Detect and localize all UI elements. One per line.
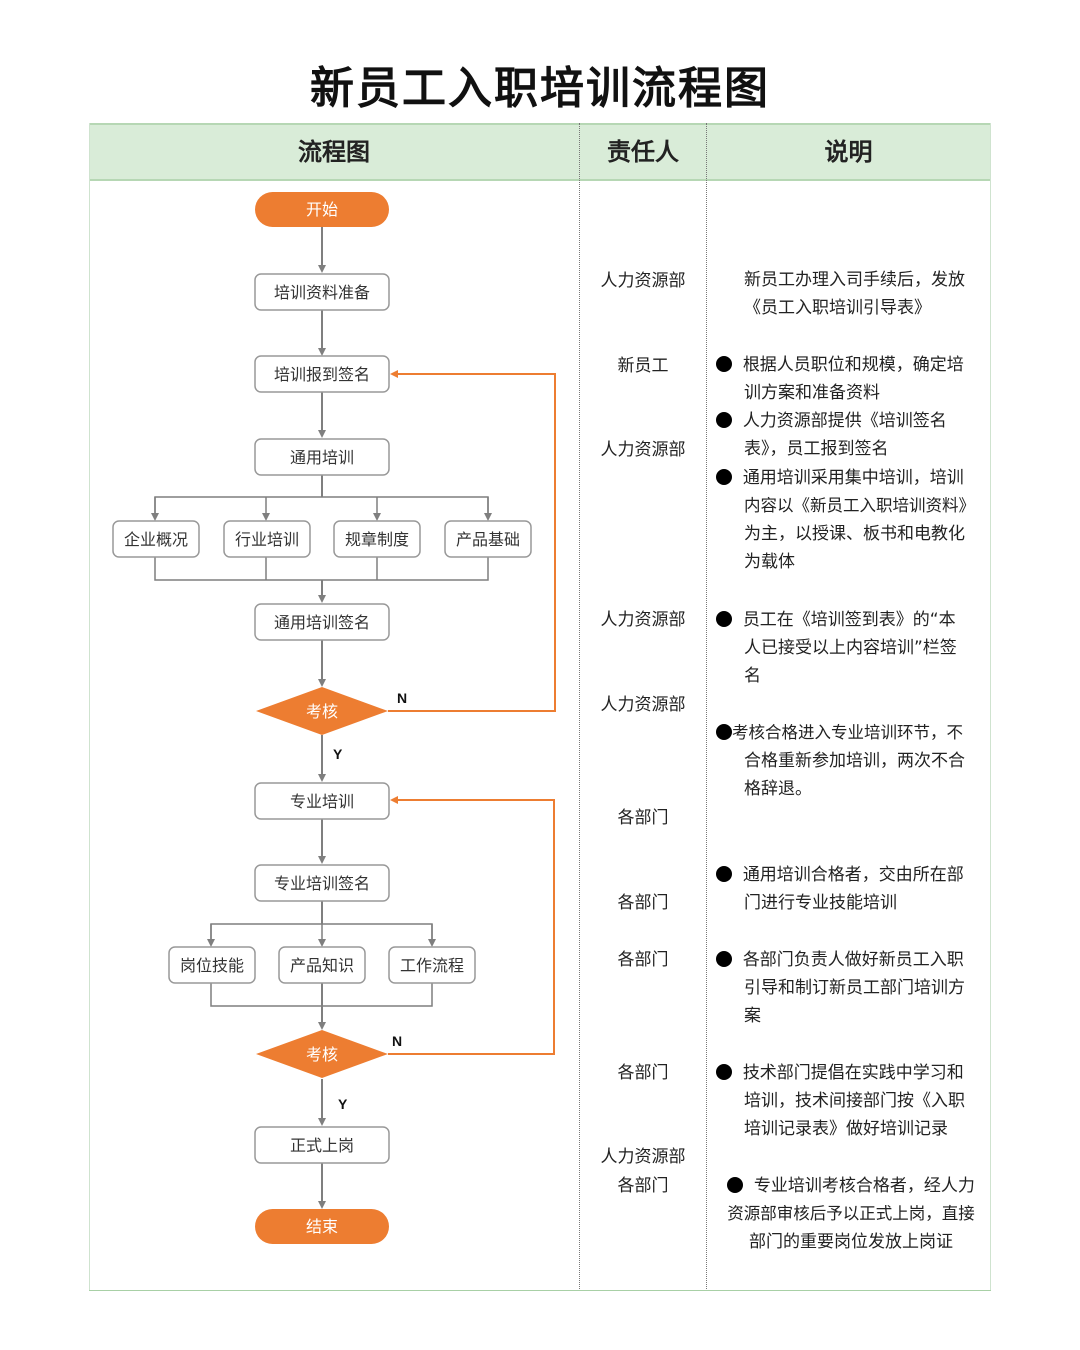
description-item: 技术部门提倡在实践中学习和 培训，技术间接部门按《入职 培训记录表》做好培训记录 <box>716 1059 986 1143</box>
responsible-item: 各部门 <box>617 893 669 913</box>
decision-review-2: 考核 <box>256 1030 388 1078</box>
bullet-icon <box>716 356 732 372</box>
node-general-sign-box <box>254 603 390 641</box>
node-onboard-box <box>254 1126 390 1164</box>
description-item: 根据人员职位和规模，确定培 训方案和准备资料 <box>716 351 986 407</box>
description-item: 专业培训考核合格者，经人力 资源部审核后予以正式上岗，直接 部门的重要岗位发放上… <box>727 1176 975 1252</box>
yes-label: Y <box>333 746 343 762</box>
page-title: 新员工入职培训流程图 <box>310 63 770 114</box>
feedback-loop-2 <box>388 796 555 1055</box>
responsible-item: 各部门 <box>617 950 669 970</box>
end-terminal: 结束 <box>255 1209 389 1244</box>
responsible-item: 各部门 <box>617 1176 669 1196</box>
description-item: 人力资源部提供《培训签名 表》，员工报到签名 <box>716 407 986 463</box>
description-item: 员工在《培训签到表》的“本 人已接受以上内容培训”栏签 名 <box>716 606 986 690</box>
description-item: 通用培训合格者，交由所在部 门进行专业技能培训 <box>716 861 986 917</box>
responsible-item: 人力资源部 <box>600 695 686 715</box>
responsible-item: 各部门 <box>617 808 669 828</box>
header-description: 说明 <box>824 138 873 166</box>
start-terminal: 开始 <box>255 192 389 227</box>
responsible-item: 人力资源部 <box>600 271 686 291</box>
node-general-box <box>254 438 390 476</box>
node-professional-sign: 专业培训签名 <box>274 874 370 893</box>
table-bottom-border <box>89 1290 991 1291</box>
node-signin: 培训报到签名 <box>274 365 370 384</box>
decision-review-2-label: 考核 <box>306 1045 338 1064</box>
node-general: 通用培训 <box>290 448 354 467</box>
node-professional-branch: 产品知识 <box>290 956 354 975</box>
bullet-icon <box>716 951 732 967</box>
bullet-icon <box>716 866 732 882</box>
bullet-icon <box>716 611 732 627</box>
bullet-icon <box>727 1177 744 1193</box>
bullet-icon <box>716 412 732 428</box>
node-branch-box <box>388 946 476 984</box>
merge-bar <box>154 557 489 581</box>
description-item: 考核合格进入专业培训环节，不 合格重新参加培训，两次不合 格辞退。 <box>716 719 986 803</box>
node-general-branch: 企业概况 <box>124 530 188 549</box>
bullet-icon <box>716 724 732 740</box>
description-item: 通用培训采用集中培训，培训 内容以《新员工入职培训资料》 为主，以授课、板书和电… <box>716 464 986 576</box>
table-header-band <box>89 123 991 181</box>
decision-review-1: 考核 <box>256 687 388 735</box>
description-item: 新员工办理入司手续后，发放 《员工入职培训引导表》 <box>744 270 965 318</box>
responsible-item: 人力资源部 <box>600 610 686 630</box>
branch-bar <box>154 496 489 519</box>
header-responsible: 责任人 <box>607 138 679 166</box>
node-onboard: 正式上岗 <box>290 1136 354 1155</box>
decision-review-1-label: 考核 <box>306 702 338 721</box>
node-general-sign: 通用培训签名 <box>274 613 370 632</box>
no-label: N <box>397 690 407 706</box>
feedback-loop-1 <box>388 370 556 712</box>
node-professional-sign-box <box>254 864 390 902</box>
node-branch-box <box>444 520 532 558</box>
node-professional-branch: 工作流程 <box>400 956 464 975</box>
node-branch-box <box>168 946 256 984</box>
node-branch-box <box>278 946 366 984</box>
responsible-item: 各部门 <box>617 1063 669 1083</box>
node-prepare-box <box>254 273 390 311</box>
header-flowchart: 流程图 <box>298 138 370 166</box>
yes-label: Y <box>338 1096 348 1112</box>
responsible-item: 人力资源部 <box>600 440 686 460</box>
column-divider-2 <box>706 123 707 1291</box>
node-branch-box <box>112 520 200 558</box>
node-general-branch: 产品基础 <box>456 530 520 549</box>
node-branch-box <box>333 520 421 558</box>
bullet-icon <box>716 1064 732 1080</box>
description-item: 各部门负责人做好新员工入职 引导和制订新员工部门培训方 案 <box>716 946 986 1030</box>
no-label: N <box>392 1033 402 1049</box>
start-label: 开始 <box>306 200 338 219</box>
node-prepare: 培训资料准备 <box>274 283 370 302</box>
node-general-branch: 行业培训 <box>235 530 299 549</box>
responsible-item: 新员工 <box>617 356 669 376</box>
node-professional: 专业培训 <box>290 792 354 811</box>
node-general-branch: 规章制度 <box>345 530 409 549</box>
node-branch-box <box>223 520 311 558</box>
bullet-icon <box>716 469 732 485</box>
column-divider-1 <box>579 123 580 1291</box>
responsible-item: 人力资源部 <box>600 1147 686 1167</box>
node-signin-box <box>254 355 390 393</box>
node-professional-box <box>254 782 390 820</box>
end-label: 结束 <box>306 1217 338 1236</box>
node-professional-branch: 岗位技能 <box>180 956 244 975</box>
